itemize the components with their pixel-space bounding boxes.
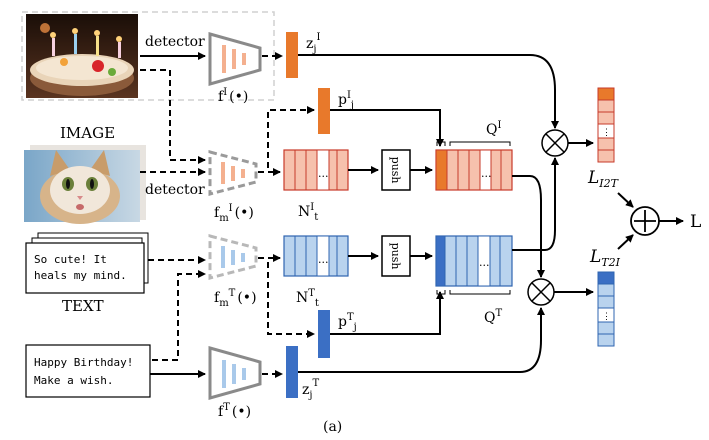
n-image-ellipsis: ... xyxy=(318,167,329,180)
n-text-queue xyxy=(283,235,349,277)
p-text-feature xyxy=(318,310,330,358)
caption: (a) xyxy=(323,419,342,435)
q-text-ellipsis: ... xyxy=(479,256,490,269)
i2t-vdots: ⋮ xyxy=(602,128,611,138)
text-card2-line2: Make a wish. xyxy=(34,374,113,387)
text-card2-line1: Happy Birthday! xyxy=(34,356,133,369)
n-text-ellipsis: ... xyxy=(318,253,329,266)
image-encoder xyxy=(208,32,262,86)
i2t-logits xyxy=(597,87,615,163)
fm-image-label: fmI(•) xyxy=(214,203,254,224)
text-card-single xyxy=(25,344,151,398)
text-encoder xyxy=(208,346,262,400)
t2i-vdots: ⋮ xyxy=(602,312,611,322)
p-image-feature xyxy=(318,88,330,134)
loss-i2t-label: LI2T xyxy=(587,168,620,190)
push-label-image: push xyxy=(389,157,402,184)
p-image-label: pIj xyxy=(338,90,354,111)
loss-t2i-label: LT2I xyxy=(589,247,621,269)
z-text-label: zjT xyxy=(302,378,320,401)
p-text-label: pTj xyxy=(338,312,357,333)
cake-image xyxy=(26,14,138,98)
z-image-label: zjI xyxy=(306,32,321,55)
loss-total-label: L xyxy=(690,212,701,232)
f-image-label: fI(•) xyxy=(218,87,248,105)
q-text-label: QT xyxy=(484,308,502,326)
text-card1-line2: heals my mind. xyxy=(34,269,127,282)
q-text-queue xyxy=(435,235,513,295)
text-card1-line1: So cute! It xyxy=(34,253,107,266)
q-image-ellipsis: ... xyxy=(481,167,492,180)
connector-lines-dashed xyxy=(140,52,315,378)
oplus-sum-op xyxy=(630,206,660,236)
text-heading: TEXT xyxy=(62,297,104,315)
n-text-label: NTt xyxy=(296,288,319,309)
q-image-queue xyxy=(435,141,513,191)
n-image-label: NIt xyxy=(298,202,318,223)
fm-text-label: fmT(•) xyxy=(214,288,257,309)
image-momentum-encoder xyxy=(208,150,258,196)
n-image-queue xyxy=(283,149,349,191)
z-image-feature xyxy=(286,32,298,78)
z-text-feature xyxy=(286,346,298,398)
otimes-image-op xyxy=(541,129,569,157)
push-label-text: push xyxy=(389,243,402,270)
t2i-logits xyxy=(597,271,615,347)
text-card-stack xyxy=(25,232,149,294)
otimes-text-op xyxy=(527,278,555,306)
q-image-label: QI xyxy=(486,120,501,138)
detector-label-mid: detector xyxy=(145,182,205,198)
cat-image xyxy=(24,145,146,224)
connector-lines-solid xyxy=(140,52,684,378)
detector-label-top: detector xyxy=(145,34,205,50)
image-heading: IMAGE xyxy=(60,124,115,142)
f-text-label: fT(•) xyxy=(218,402,251,420)
text-momentum-encoder xyxy=(208,234,258,280)
